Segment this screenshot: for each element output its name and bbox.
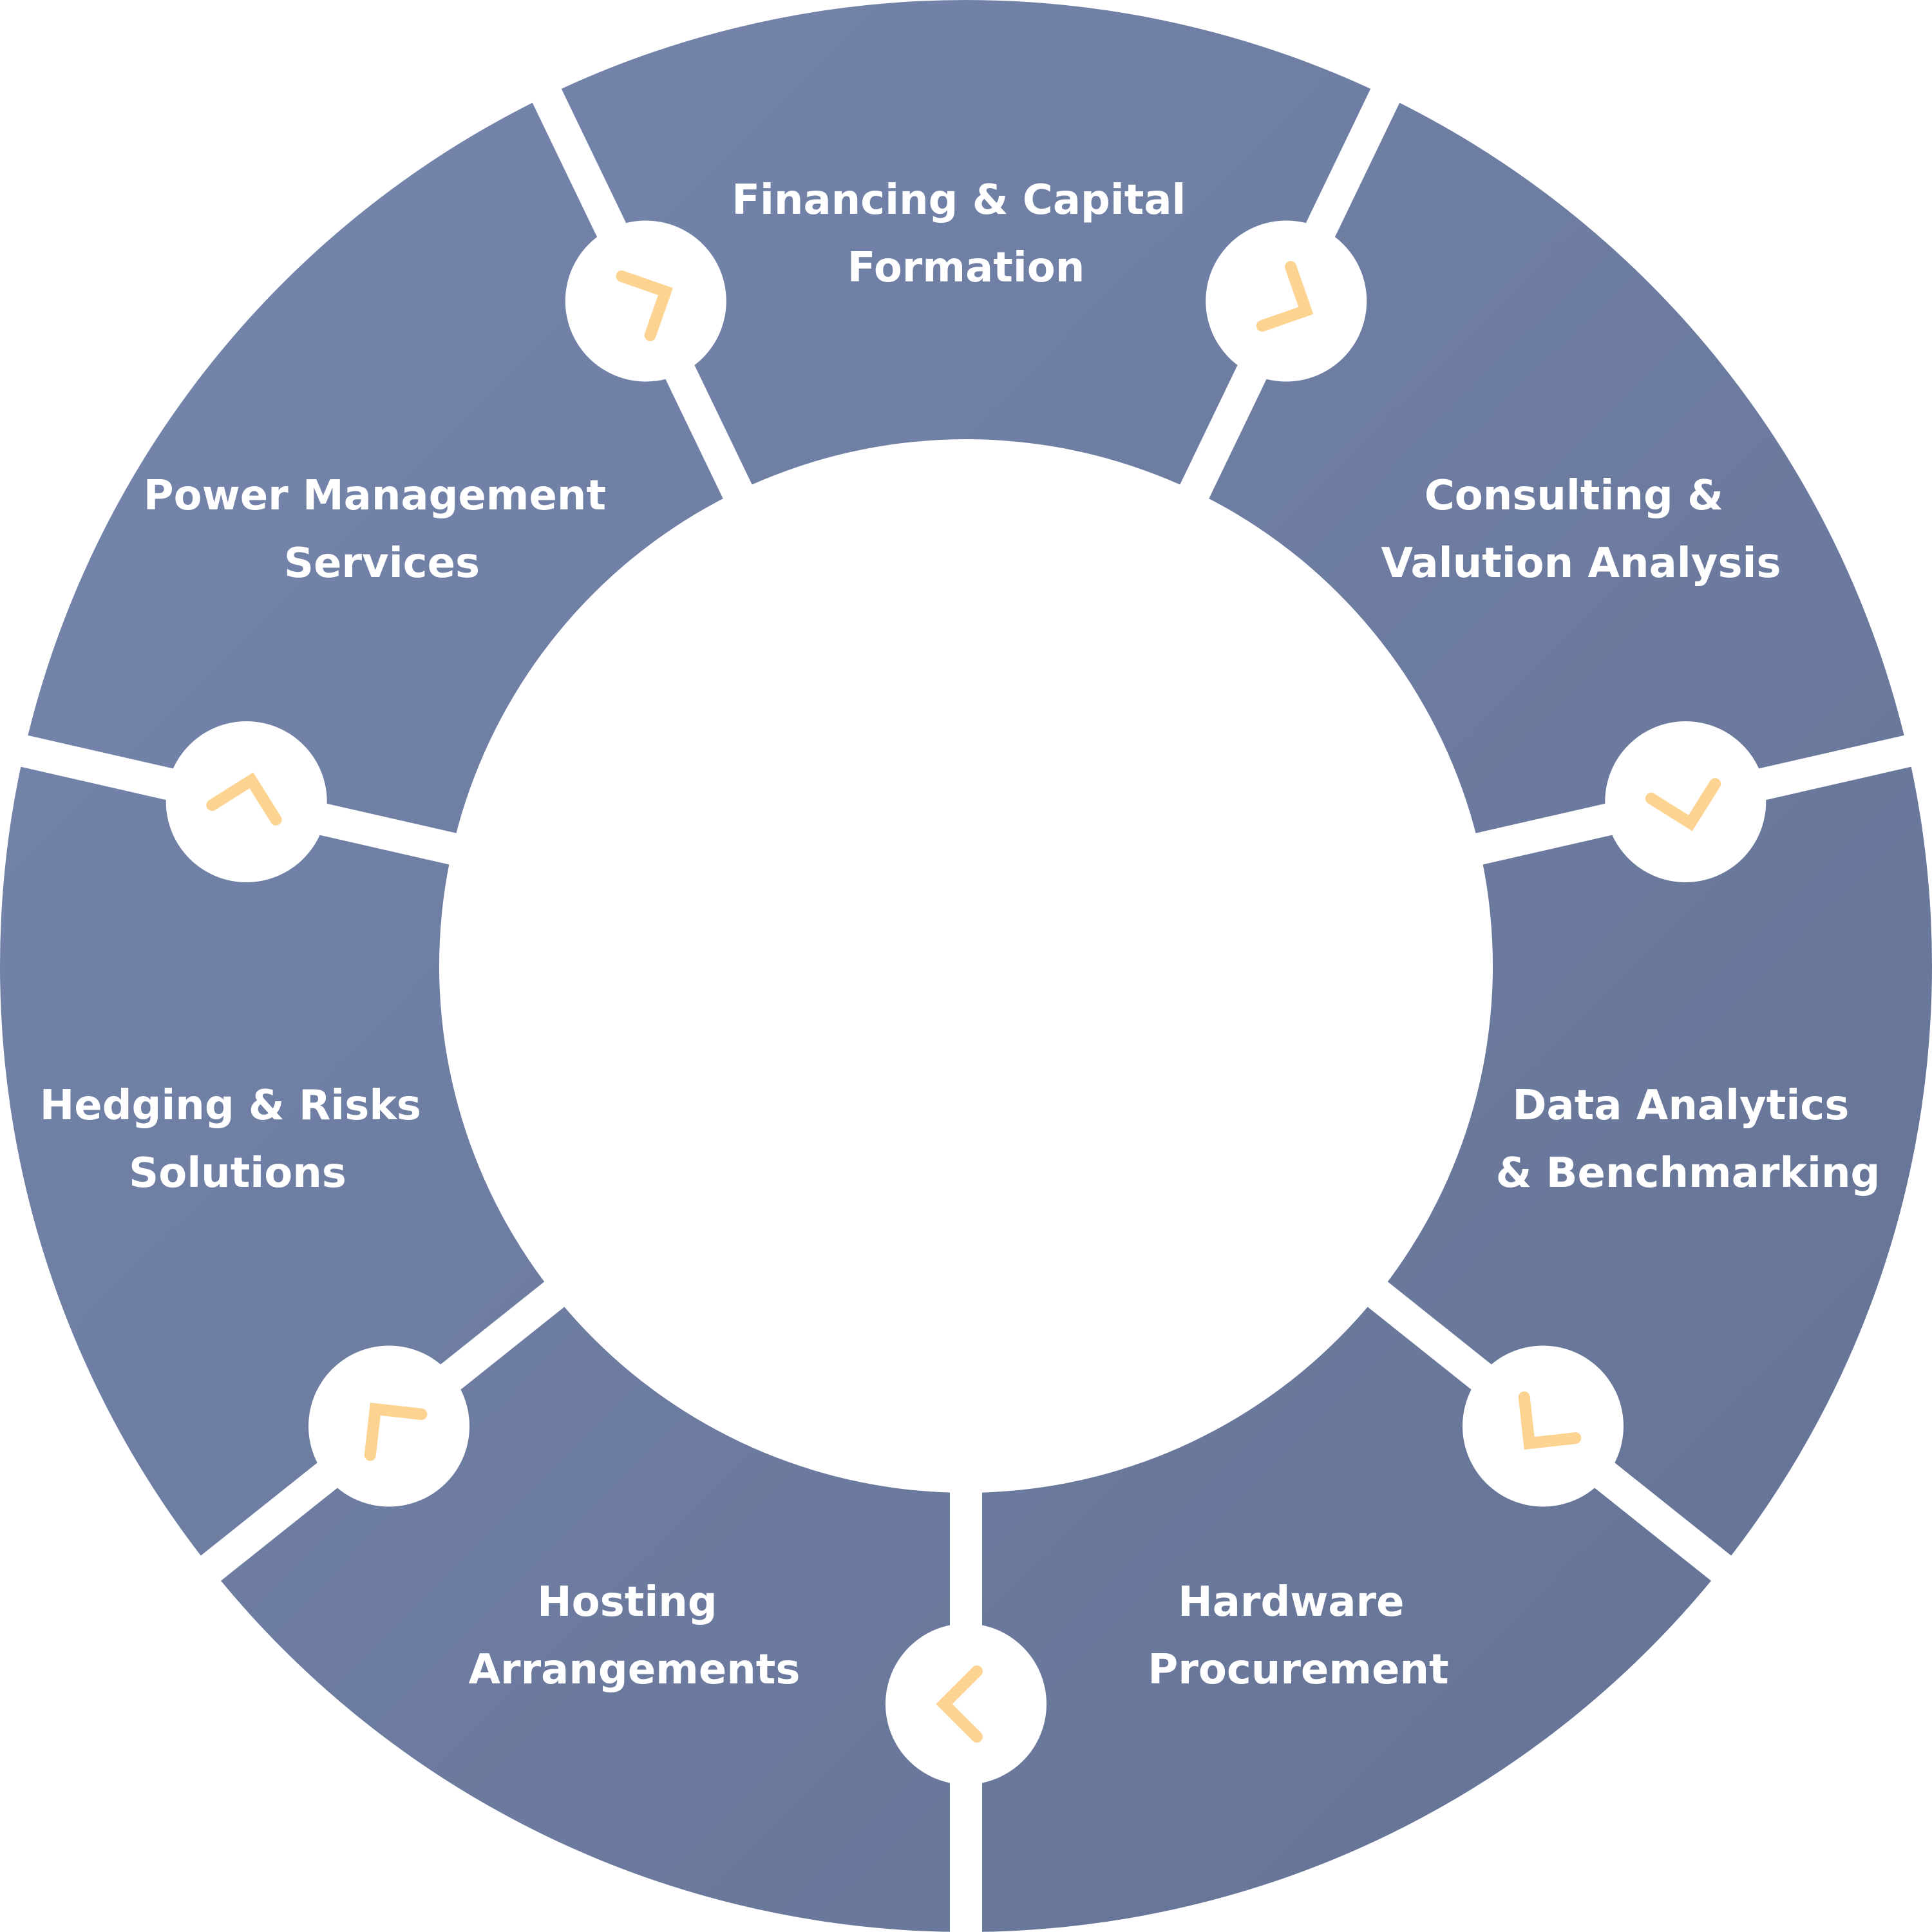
chevron-arrow-icon (616, 270, 673, 341)
label-line: & Benchmarking (1496, 1150, 1880, 1197)
segment-label-hardware: Hardware Procurement (1148, 1578, 1448, 1694)
chevron-arrow-icon (936, 1665, 983, 1743)
segment-label-financing: Financing & Capital Formation (732, 176, 1200, 292)
segment-label-power: Power Management Services (144, 472, 621, 587)
label-line: Consulting & (1425, 472, 1723, 520)
label-line: Financing & Capital (732, 176, 1186, 224)
node-circle (565, 220, 726, 382)
label-line: Arrangements (469, 1646, 800, 1694)
chevron-arrow-icon (1256, 261, 1314, 332)
label-line: Data Analytics (1512, 1082, 1849, 1130)
segment-label-hosting: Hosting Arrangements (469, 1578, 800, 1694)
chevron-arrow-icon (364, 1402, 428, 1461)
label-line: Hedging & Risks (40, 1082, 421, 1130)
node-circle (1462, 1345, 1624, 1507)
node-circle (166, 721, 327, 882)
segment-label-consulting: Consulting & Valution Analysis (1381, 472, 1781, 587)
flow-node (886, 1624, 1046, 1785)
node-circle (886, 1624, 1046, 1785)
chevron-arrow-icon (1518, 1391, 1582, 1450)
label-line: Solutions (129, 1150, 346, 1197)
chevron-arrow-icon (1645, 778, 1721, 831)
node-circle (1206, 220, 1367, 382)
label-line: Hardware (1178, 1578, 1404, 1626)
label-line: Services (284, 540, 480, 587)
node-circle (308, 1345, 470, 1507)
label-line: Formation (848, 244, 1085, 292)
label-line: Procurement (1148, 1646, 1448, 1694)
flow-node (1206, 220, 1367, 382)
flow-node (308, 1345, 470, 1507)
segment-dividers (8, 77, 1924, 1932)
label-line: Valution Analysis (1381, 540, 1781, 587)
label-line: Power Management (144, 472, 606, 520)
segment-label-data-analytics: Data Analytics & Benchmarking (1496, 1082, 1880, 1197)
flow-node (1605, 721, 1766, 882)
flow-node (565, 220, 726, 382)
flow-nodes (166, 220, 1766, 1785)
chevron-arrow-icon (206, 772, 282, 826)
segment-labels: Financing & Capital Formation Consulting… (40, 176, 1880, 1694)
flow-node (166, 721, 327, 882)
flow-node (1462, 1345, 1624, 1507)
label-line: Hosting (537, 1578, 717, 1626)
segment-label-hedging: Hedging & Risks Solutions (40, 1082, 436, 1197)
node-circle (1605, 721, 1766, 882)
